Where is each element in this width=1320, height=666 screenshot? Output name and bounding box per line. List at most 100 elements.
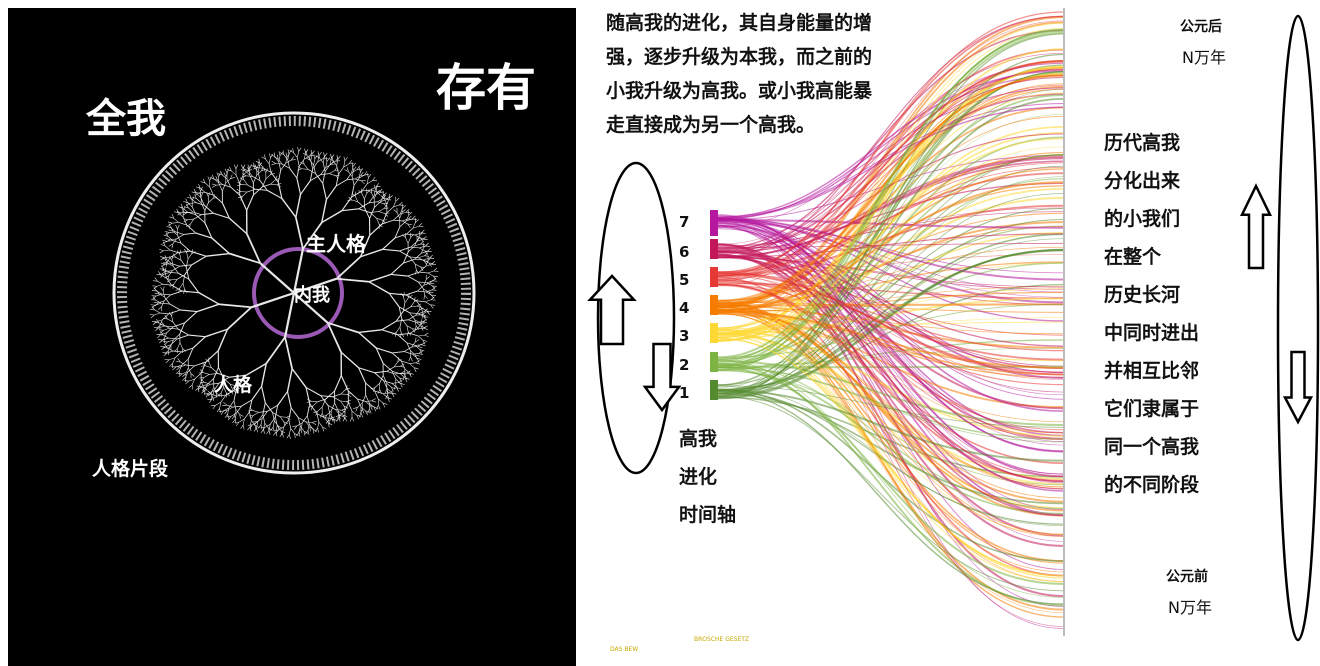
fractal-branch bbox=[386, 206, 394, 214]
fractal-branch bbox=[357, 398, 362, 407]
label-renge: 人格 bbox=[214, 374, 253, 396]
fractal-branch bbox=[156, 325, 161, 329]
fractal-branch bbox=[201, 212, 214, 216]
fractal-branch bbox=[165, 270, 173, 272]
fractal-branch bbox=[346, 401, 351, 405]
fractal-branch bbox=[212, 184, 217, 188]
fractal-branch bbox=[421, 314, 427, 317]
fractal-branch bbox=[408, 315, 416, 321]
fractal-branch bbox=[163, 352, 168, 357]
fractal-branch bbox=[387, 397, 393, 400]
fractal-branch bbox=[277, 391, 288, 406]
fractal-branch bbox=[182, 211, 187, 214]
flow-line bbox=[717, 222, 1065, 452]
fractal-branch bbox=[230, 174, 233, 179]
fractal-branch bbox=[416, 321, 423, 323]
fractal-branch bbox=[320, 395, 333, 398]
fractal-branch bbox=[161, 293, 171, 296]
fractal-branch bbox=[275, 178, 280, 181]
fractal-branch bbox=[305, 430, 309, 435]
fractal-branch bbox=[311, 400, 318, 403]
fractal-branch bbox=[263, 429, 265, 434]
fractal-branch bbox=[260, 363, 267, 387]
fractal-branch bbox=[274, 420, 279, 427]
fractal-branch bbox=[232, 389, 237, 394]
fractal-branch bbox=[254, 166, 259, 173]
fractal-branch bbox=[230, 412, 237, 417]
fractal-branch bbox=[347, 390, 358, 400]
fractal-branch bbox=[402, 302, 406, 312]
fractal-branch bbox=[371, 400, 377, 403]
fractal-branch bbox=[168, 344, 172, 351]
fractal-branch bbox=[164, 268, 170, 273]
fractal-branch bbox=[341, 196, 353, 212]
fractal-branch bbox=[172, 240, 182, 244]
fractal-branch bbox=[265, 174, 271, 180]
fractal-branch bbox=[268, 163, 272, 173]
fractal-branch bbox=[426, 310, 430, 315]
fractal-branch bbox=[152, 321, 157, 326]
fractal-branch bbox=[400, 383, 403, 388]
fractal-branch bbox=[344, 169, 349, 172]
fractal-branch bbox=[393, 361, 399, 368]
fractal-branch bbox=[418, 222, 423, 227]
fractal-branch bbox=[391, 382, 399, 384]
side-text-line: 中同时进出 bbox=[1104, 322, 1200, 344]
fractal-branch bbox=[209, 396, 213, 401]
fractal-branch bbox=[158, 322, 165, 327]
fractal-branch bbox=[305, 150, 308, 156]
fractal-branch bbox=[366, 189, 371, 194]
fractal-branch bbox=[414, 299, 419, 302]
fractal-branch bbox=[176, 366, 181, 371]
fractal-branch bbox=[175, 256, 182, 261]
fractal-branch bbox=[433, 267, 438, 272]
fractal-branch bbox=[220, 170, 223, 176]
fractal-branch bbox=[398, 306, 410, 314]
fractal-branch bbox=[208, 192, 211, 197]
fractal-branch bbox=[190, 373, 195, 377]
fractal-branch bbox=[177, 358, 181, 363]
fractal-branch bbox=[217, 328, 229, 351]
fractal-branch bbox=[160, 332, 167, 335]
flow-line bbox=[717, 389, 1065, 462]
fractal-branch bbox=[253, 427, 257, 432]
fractal-branch bbox=[376, 405, 379, 410]
fractal-branch bbox=[192, 336, 206, 349]
fractal-branch bbox=[239, 194, 248, 211]
fractal-branch bbox=[326, 410, 332, 416]
fractal-branch bbox=[422, 319, 427, 322]
fractal-branch bbox=[314, 155, 318, 160]
fractal-branch bbox=[306, 155, 312, 161]
fractal-branch bbox=[305, 157, 311, 161]
fractal-branch bbox=[261, 386, 266, 403]
fractal-branch bbox=[393, 219, 403, 222]
fractal-branch bbox=[358, 202, 370, 210]
fractal-branch bbox=[291, 368, 307, 388]
fractal-branch bbox=[376, 189, 381, 194]
fractal-branch bbox=[215, 401, 222, 406]
fractal-branch bbox=[177, 328, 189, 336]
fractal-branch bbox=[179, 264, 192, 267]
fractal-branch bbox=[164, 275, 169, 279]
fractal-branch bbox=[276, 425, 282, 431]
fractal-branch bbox=[164, 350, 169, 354]
fractal-branch bbox=[405, 377, 410, 380]
fractal-branch bbox=[406, 342, 411, 351]
fractal-branch bbox=[416, 269, 420, 274]
fractal-branch bbox=[167, 236, 173, 241]
fractal-branch bbox=[203, 374, 210, 378]
fractal-branch bbox=[166, 239, 171, 243]
fractal-branch bbox=[360, 406, 366, 412]
fractal-branch bbox=[272, 427, 275, 432]
fractal-branch bbox=[404, 368, 410, 374]
fractal-branch bbox=[290, 407, 299, 418]
fractal-branch bbox=[335, 409, 342, 411]
fractal-branch bbox=[432, 277, 437, 282]
fractal-branch bbox=[276, 183, 282, 186]
fractal-branch bbox=[164, 230, 170, 233]
side-text-line: 同一个高我 bbox=[1104, 436, 1200, 458]
outer-circle bbox=[112, 111, 476, 475]
fractal-branch bbox=[402, 251, 409, 264]
fractal-branch bbox=[403, 258, 416, 264]
fractal-branch bbox=[155, 327, 159, 332]
